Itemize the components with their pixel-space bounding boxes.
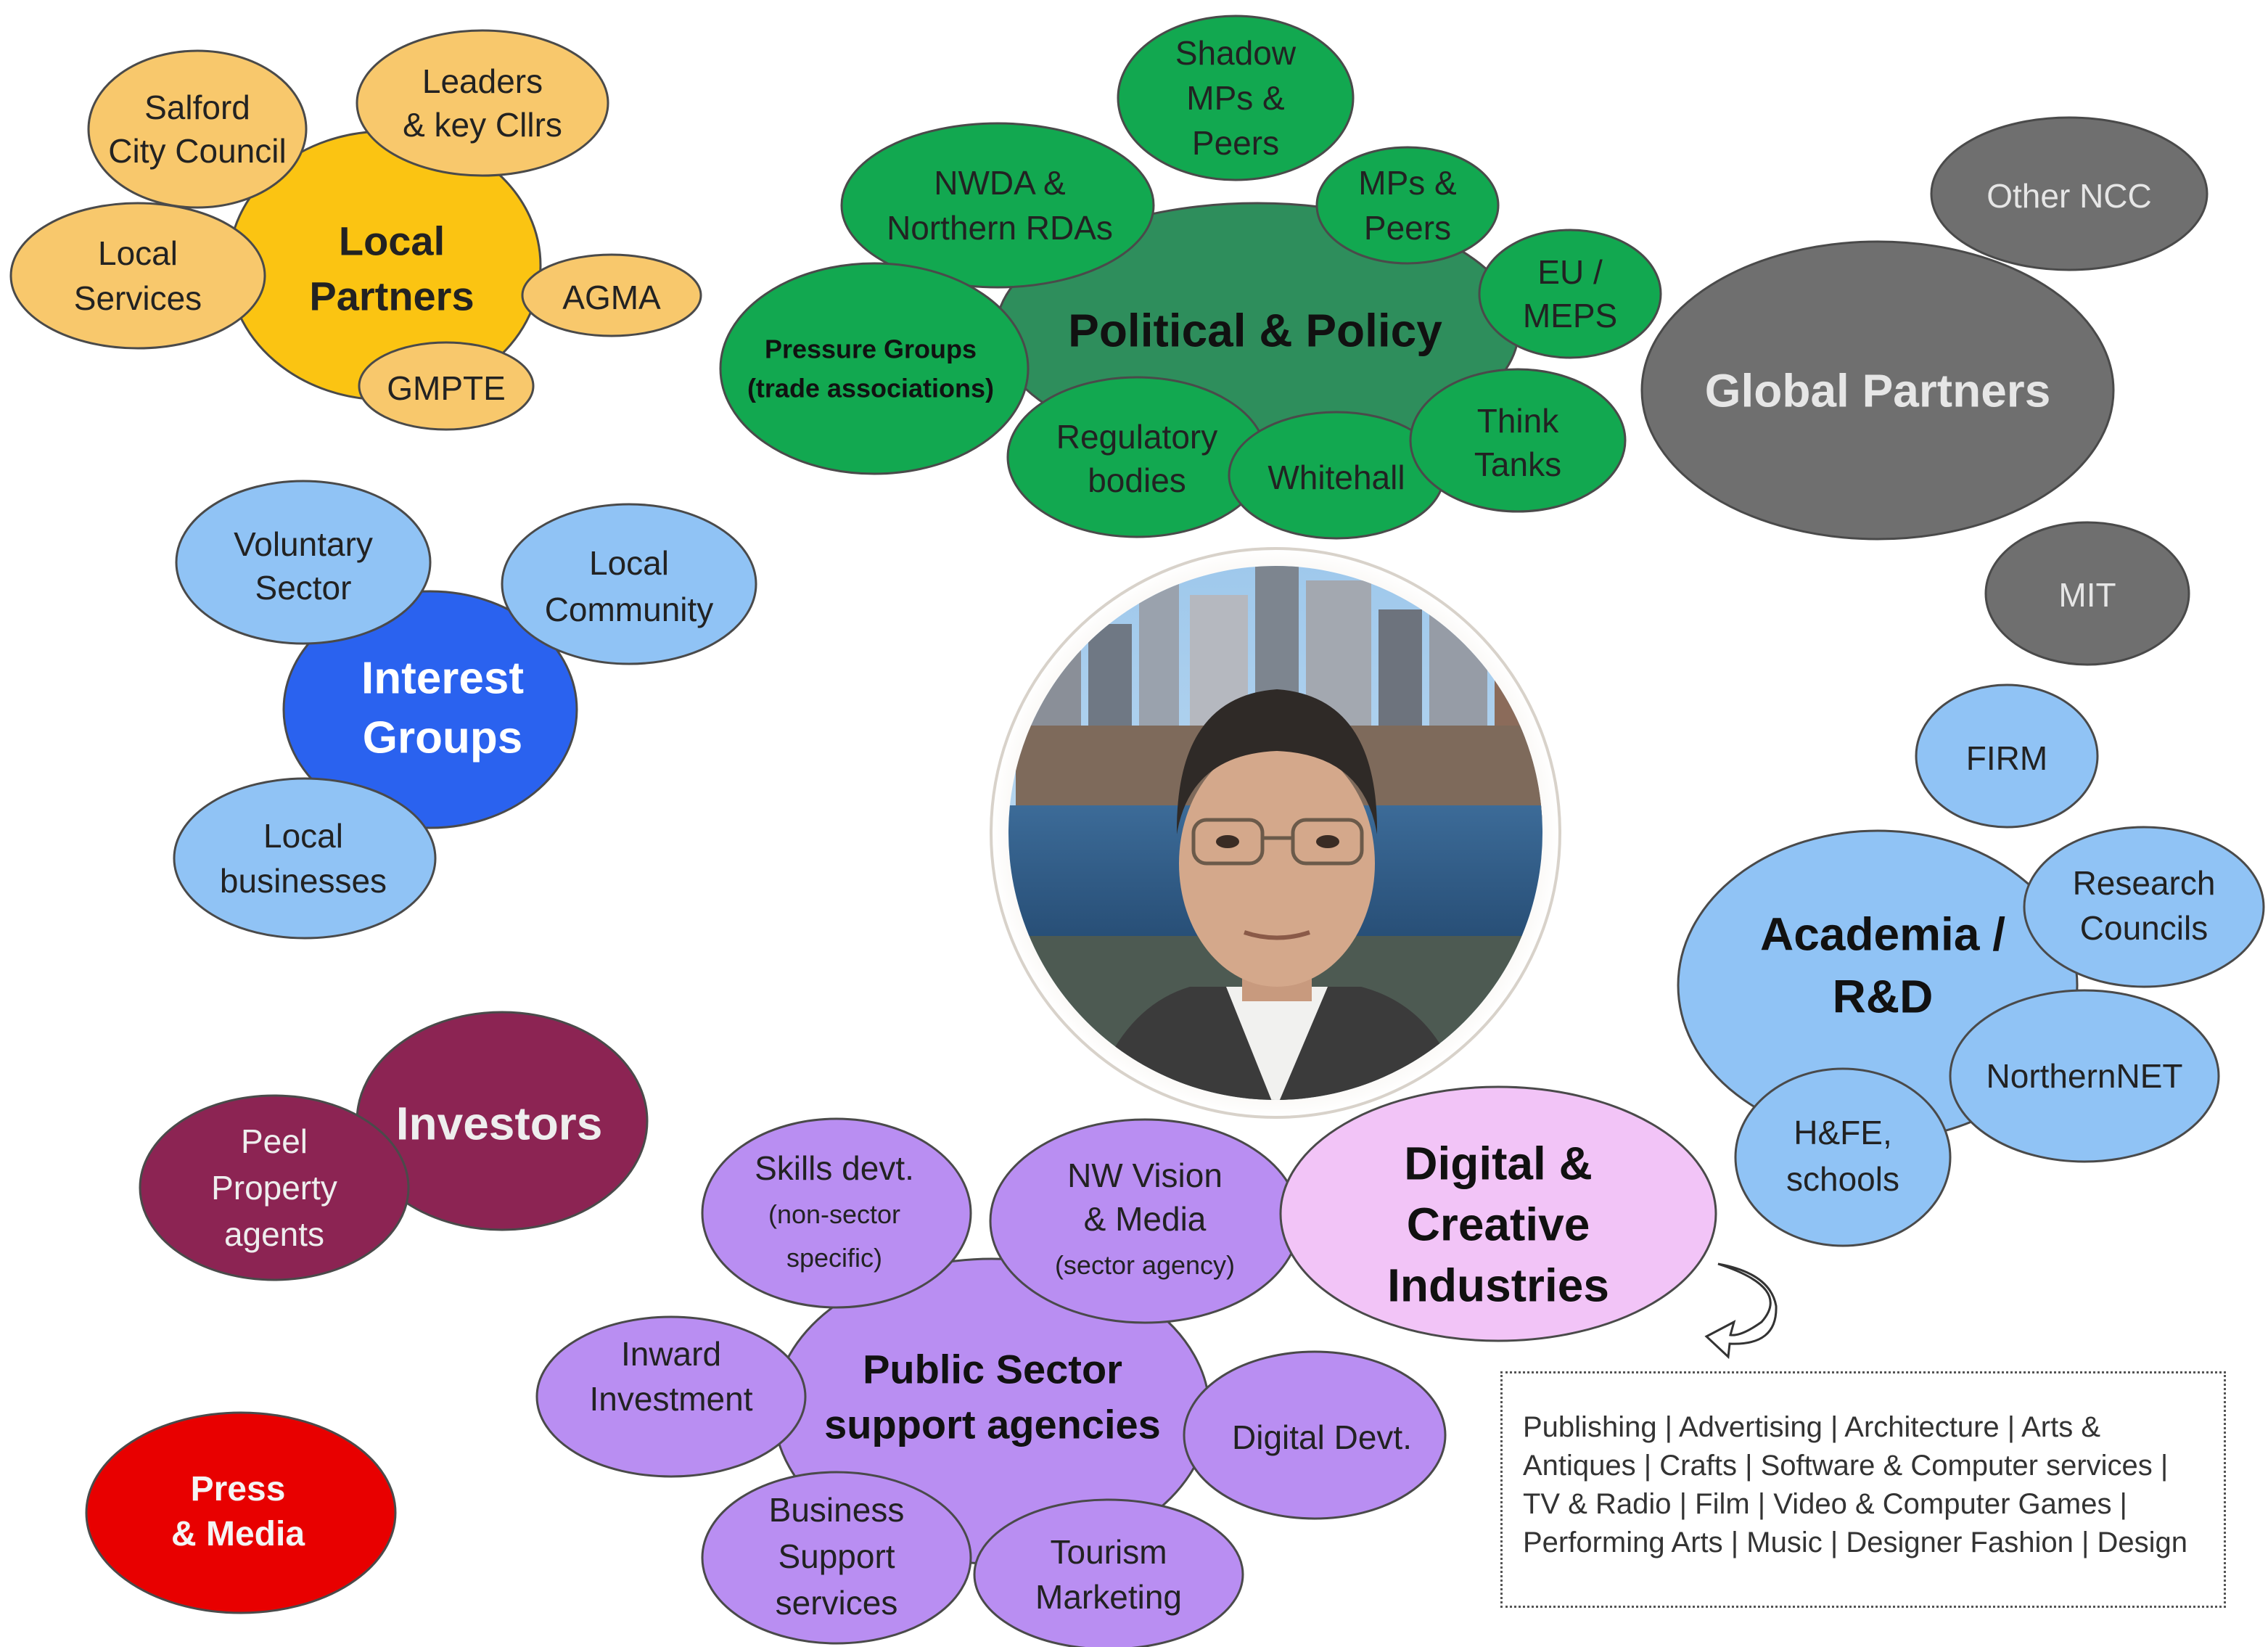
pressure-groups-label: Pressure Groups(trade associations) — [747, 334, 994, 403]
eu-meps-node — [1478, 229, 1662, 359]
digital-creative-cluster — [1279, 1085, 1717, 1342]
press-media-cluster — [85, 1411, 397, 1614]
local-partners-cluster — [9, 29, 702, 431]
tourism-marketing-node — [973, 1498, 1244, 1647]
think-tanks-node — [1409, 368, 1627, 513]
peel-property-node — [139, 1094, 410, 1281]
regulatory-bodies-node — [1006, 376, 1267, 538]
political-policy-cluster — [719, 15, 1662, 540]
other-ncc-label: Other NCC — [1986, 177, 2151, 215]
gmpte-node — [358, 341, 535, 431]
mit-node — [1984, 521, 2190, 666]
academia-cluster — [1677, 683, 2265, 1247]
digital-creative-main — [1279, 1085, 1717, 1342]
research-councils-node — [2023, 826, 2265, 988]
interest-groups-main — [282, 590, 578, 829]
public-sector-cluster — [535, 1117, 1447, 1647]
leaders-label: Leaders& key Cllrs — [403, 62, 562, 144]
mps-peers-node — [1315, 146, 1500, 265]
local-businesses-node — [173, 777, 437, 940]
nwvision-label: NW Vision& Media(sector agency) — [1055, 1157, 1235, 1280]
investors-cluster — [139, 1011, 649, 1281]
political-policy-label: Political & Policy — [1068, 304, 1442, 356]
firm-node — [1915, 683, 2099, 829]
gmpte-label: GMPTE — [387, 369, 506, 407]
press-media-label: Press& Media — [171, 1470, 305, 1553]
portrait-photo — [990, 547, 1561, 1119]
salford-city-council-node — [87, 49, 308, 209]
agma-node — [521, 253, 702, 337]
eu-meps-label: EU /MEPS — [1523, 253, 1617, 334]
local-services-node — [9, 202, 266, 350]
nwda-node — [840, 122, 1155, 289]
digital-devt-label: Digital Devt. — [1232, 1418, 1412, 1456]
global-partners-cluster — [1640, 116, 2209, 666]
interest-groups-cluster — [173, 480, 757, 940]
pressure-groups-node — [719, 262, 1030, 475]
agma-label: AGMA — [562, 279, 661, 316]
skills-devt-node — [701, 1117, 972, 1309]
mps-peers-label: MPs &Peers — [1358, 164, 1456, 247]
whitehall-label: Whitehall — [1267, 459, 1405, 496]
global-partners-label: Global Partners — [1705, 364, 2051, 416]
hfe-label: H&FE,schools — [1786, 1114, 1899, 1198]
hfe-schools-node — [1734, 1067, 1952, 1247]
curved-arrow-icon — [1704, 1262, 1778, 1360]
academia-label: Academia /R&D — [1760, 908, 2005, 1022]
firm-label: FIRM — [1966, 739, 2047, 777]
industries-list-text: Publishing | Advertising | Architecture … — [1523, 1411, 2187, 1558]
mit-label: MIT — [2058, 576, 2116, 614]
press-media-main — [85, 1411, 397, 1614]
digital-devt-node — [1183, 1350, 1447, 1520]
global-partners-main — [1640, 240, 2115, 541]
shadow-mps-node — [1117, 15, 1355, 181]
inward-investment-node — [535, 1315, 807, 1478]
business-support-node — [701, 1471, 972, 1645]
leaders-node — [356, 29, 609, 177]
investors-label: Investors — [396, 1097, 603, 1149]
northernnet-label: NorthernNET — [1986, 1057, 2183, 1095]
industries-list-box: Publishing | Advertising | Architecture … — [1500, 1371, 2226, 1608]
local-community-node — [501, 503, 757, 665]
northernnet-node — [1949, 989, 2220, 1163]
other-ncc-node — [1930, 116, 2209, 271]
nwda-label: NWDA &Northern RDAs — [887, 164, 1113, 247]
voluntary-sector-node — [175, 480, 432, 645]
